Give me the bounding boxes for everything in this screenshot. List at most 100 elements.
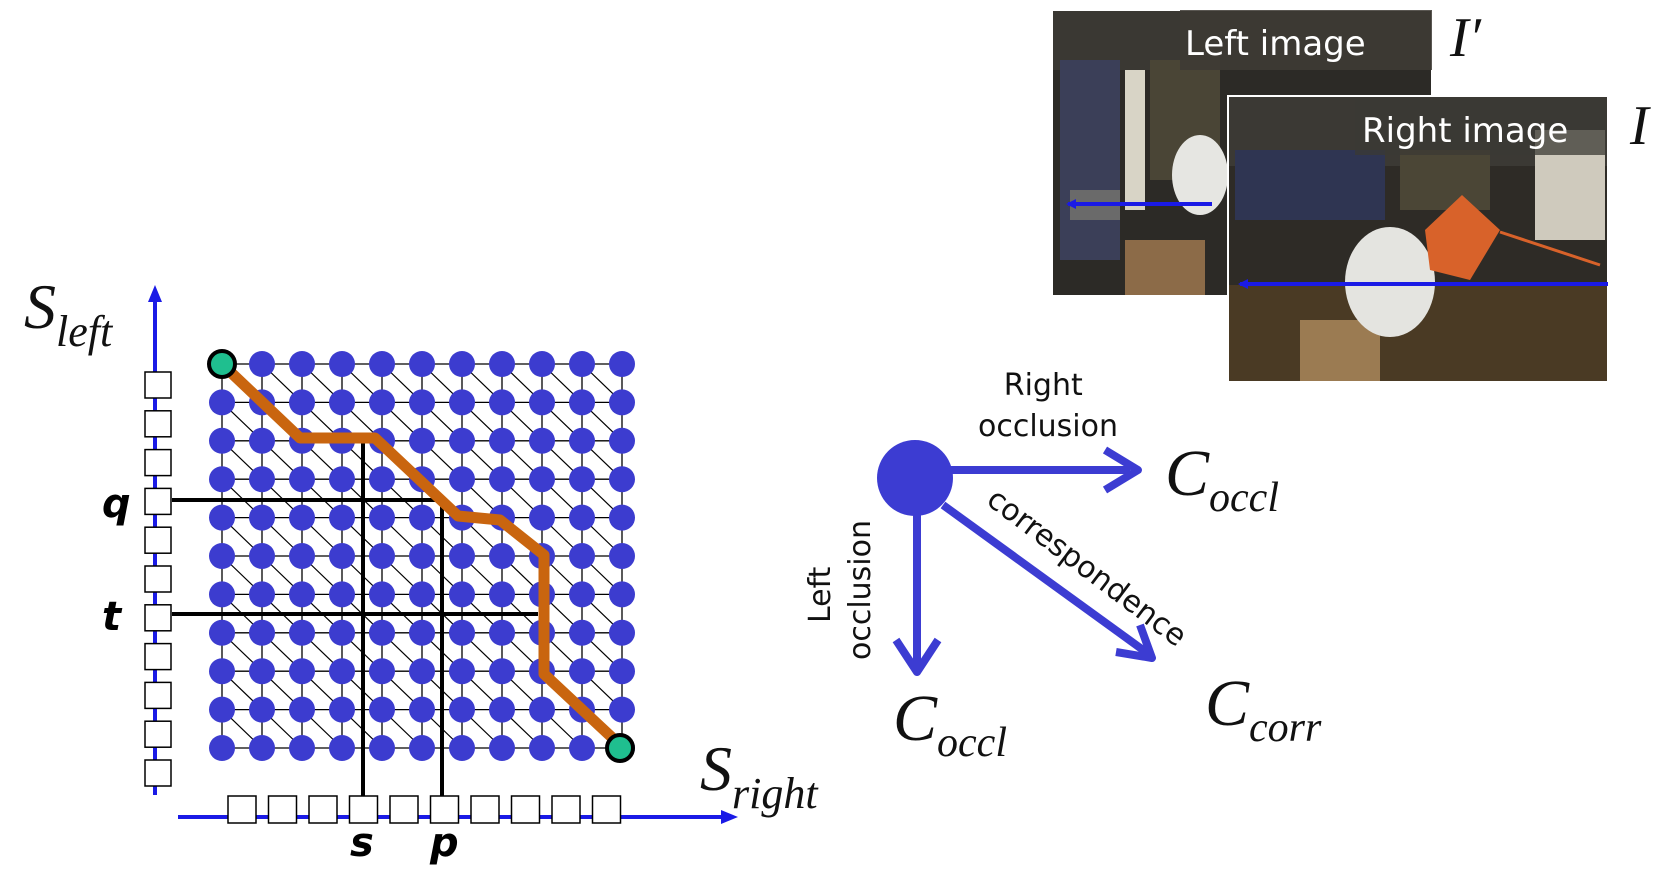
grid-node <box>289 735 315 761</box>
right-occlusion-arrowhead <box>1102 446 1142 494</box>
grid-node <box>449 619 475 646</box>
grid-node <box>369 543 395 569</box>
grid-node <box>529 696 555 723</box>
grid-node <box>329 543 355 569</box>
grid-node <box>609 504 635 531</box>
svg-text:Left occlusion: Left occlusion <box>803 520 878 660</box>
grid-node <box>489 619 515 646</box>
grid-node <box>409 543 435 569</box>
grid-node <box>289 696 315 723</box>
grid-node <box>209 543 235 569</box>
grid-node <box>249 351 275 377</box>
grid-node <box>529 427 555 454</box>
grid-node <box>289 351 315 377</box>
left-pixel-box <box>144 526 172 554</box>
path-start-node <box>207 349 237 379</box>
grid-node <box>329 735 355 761</box>
grid-node <box>409 504 435 531</box>
grid-node <box>569 351 595 377</box>
grid-node <box>329 696 355 723</box>
grid-node <box>609 696 635 723</box>
right-image-label-bg <box>1355 100 1605 155</box>
grid-node <box>289 619 315 646</box>
grid-node <box>609 351 635 377</box>
correspondence-arrow <box>940 501 1153 659</box>
path-end-node <box>605 733 635 763</box>
grid-node <box>369 351 395 377</box>
grid-node <box>289 504 315 531</box>
grid-node <box>249 543 275 569</box>
right-pixel-box <box>551 795 581 824</box>
grid-node <box>289 658 315 685</box>
grid-node <box>609 619 635 646</box>
grid-node <box>529 351 555 377</box>
right-pixel-box <box>348 795 379 824</box>
grid-node <box>289 581 315 608</box>
right-pixel-box <box>429 795 460 824</box>
right-pixel-box <box>267 795 298 824</box>
grid-node <box>569 658 595 685</box>
right-pixel-box <box>510 795 541 824</box>
grid-node <box>249 466 275 493</box>
right-image-symbol: I <box>1629 95 1651 157</box>
grid-node <box>249 427 275 454</box>
grid-node <box>329 581 355 608</box>
grid-node <box>209 658 235 685</box>
grid-node <box>209 619 235 646</box>
grid-node <box>609 581 635 608</box>
grid-node <box>409 581 435 608</box>
left-image-label: Left image <box>1185 24 1366 64</box>
label-q: q <box>102 481 131 527</box>
right-occlusion-label: Right occlusion <box>978 368 1118 444</box>
grid-node <box>569 619 595 646</box>
grid-node <box>449 427 475 454</box>
grid-node <box>249 696 275 723</box>
grid-node <box>489 696 515 723</box>
grid-node <box>249 581 275 608</box>
left-image-symbol: I′ <box>1449 7 1482 69</box>
grid-node <box>369 581 395 608</box>
left-scanline-boxes <box>144 371 172 787</box>
label-s: s <box>350 820 374 866</box>
grid-node <box>529 504 555 531</box>
grid-node <box>449 466 475 493</box>
grid-node <box>249 658 275 685</box>
left-pixel-box <box>144 720 172 748</box>
grid-node <box>369 504 395 531</box>
grid-node <box>369 619 395 646</box>
left-pixel-box <box>144 487 172 516</box>
grid-node <box>289 543 315 569</box>
grid-node <box>289 466 315 493</box>
grid-node <box>569 581 595 608</box>
left-pixel-box <box>144 565 172 593</box>
cost-right-occlusion: Coccl <box>1165 437 1279 521</box>
right-pixel-box <box>470 795 500 824</box>
grid-node <box>209 504 235 531</box>
left-pixel-box <box>144 681 172 710</box>
grid-node <box>209 427 235 454</box>
grid-node <box>569 389 595 416</box>
left-image-label-bg <box>1180 10 1432 70</box>
grid-node <box>529 735 555 761</box>
grid-node <box>209 735 235 761</box>
grid-node <box>369 696 395 723</box>
correspondence-guides <box>172 442 538 796</box>
grid-node <box>329 389 355 416</box>
right-pixel-box <box>591 795 622 824</box>
grid-node <box>569 504 595 531</box>
axis-label-left: Sleft <box>24 271 114 356</box>
grid-node <box>289 389 315 416</box>
grid-node <box>409 696 435 723</box>
state-node <box>877 440 953 516</box>
right-pixel-box <box>308 795 338 824</box>
grid-node <box>329 504 355 531</box>
correspondence-label: correspondence <box>980 481 1193 654</box>
grid-node <box>249 619 275 646</box>
grid-node <box>209 466 235 493</box>
grid-node <box>609 466 635 493</box>
right-image: Right image <box>1227 95 1609 383</box>
grid-node <box>409 389 435 416</box>
right-image-label: Right image <box>1362 111 1568 151</box>
trellis-panel: Sleft Sright q t s p <box>24 271 819 866</box>
